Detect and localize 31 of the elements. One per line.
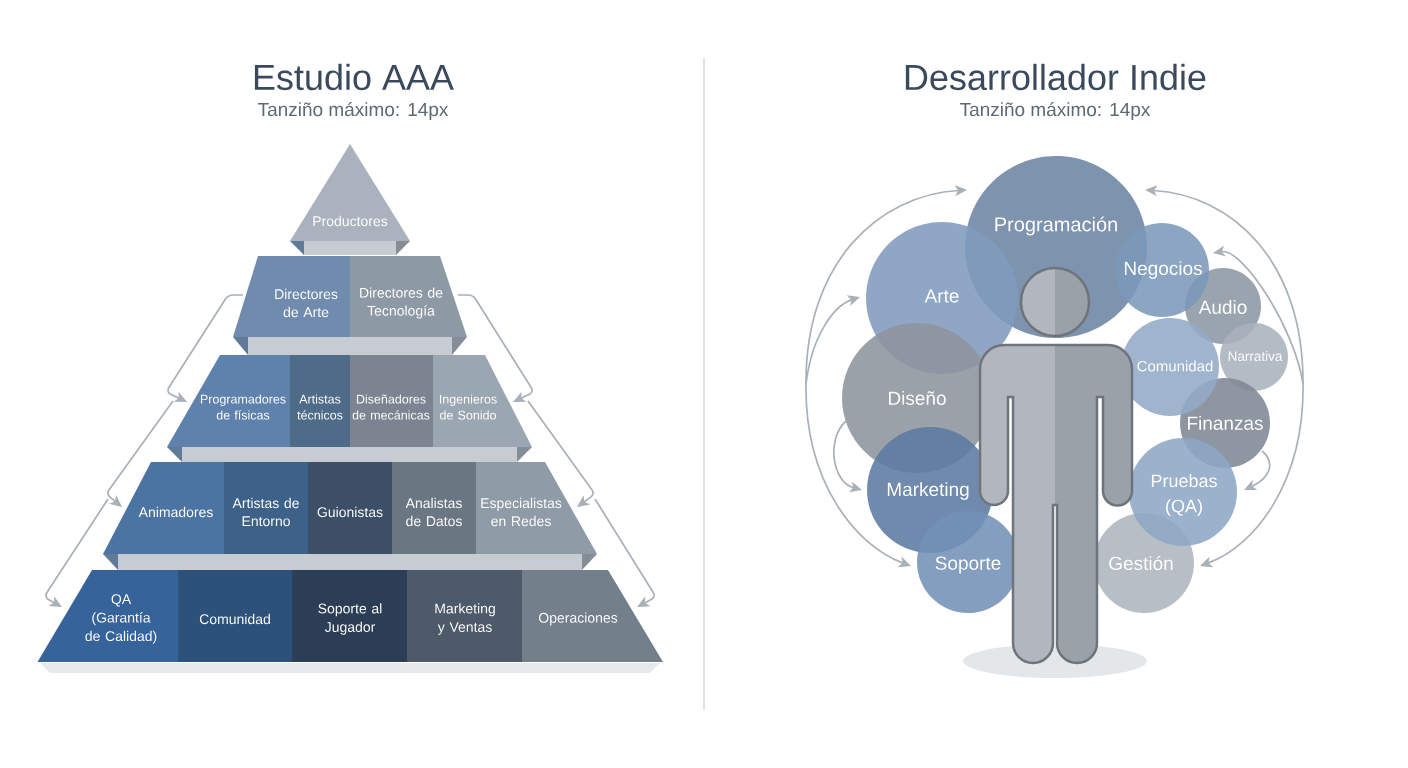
bubble: Narrativa	[1220, 323, 1288, 391]
bubble: Comunidad	[1121, 318, 1219, 416]
pyramid-segment: Directores de Tecnología	[350, 256, 467, 337]
panel-title: Desarrollador Indie	[905, 63, 1206, 91]
pyramid-peak: Productores	[290, 144, 410, 241]
subtitle: Tanziño máximo: 14px	[258, 102, 449, 120]
pyramid-segment: Artistas técnicos	[290, 355, 350, 447]
pyramid-segment: Artistas de Entorno	[224, 462, 308, 554]
pyramid-segment: QA (Garantía de Calidad)	[37, 570, 178, 662]
pyramid-segment: Directores de Arte	[233, 256, 350, 337]
arrow	[457, 294, 533, 402]
pyramid-segment: Marketing y Ventas	[407, 570, 522, 662]
pyramid-segment: Operaciones	[522, 570, 663, 662]
bubble: Soporte	[917, 511, 1019, 613]
pyramid-segment: Comunidad	[178, 570, 292, 662]
pyramid-segment: Soporte al Jugador	[292, 570, 407, 662]
subtitle: Tanziño máximo: 14px	[960, 102, 1151, 120]
pyramid-segment: Especialistas en Redes	[476, 462, 597, 554]
pyramid-segment: Programadores de físicas	[167, 355, 290, 447]
bubble: Pruebas (QA)	[1129, 438, 1237, 546]
pyramid-segment: Diseñadores de mecánicas	[350, 355, 433, 447]
pyramid-segment: Ingenieros de Sonido	[433, 355, 532, 447]
pyramid-segment: Animadores	[103, 462, 224, 554]
arrow	[107, 400, 174, 507]
panel-title: Estudio AAA	[254, 63, 454, 91]
pyramid-segment: Analistas de Datos	[392, 462, 476, 554]
arrow	[527, 400, 594, 507]
pyramid-segment: Guionistas	[308, 462, 392, 554]
arrow	[594, 498, 655, 607]
arrow	[167, 294, 244, 402]
arrow	[45, 498, 109, 607]
